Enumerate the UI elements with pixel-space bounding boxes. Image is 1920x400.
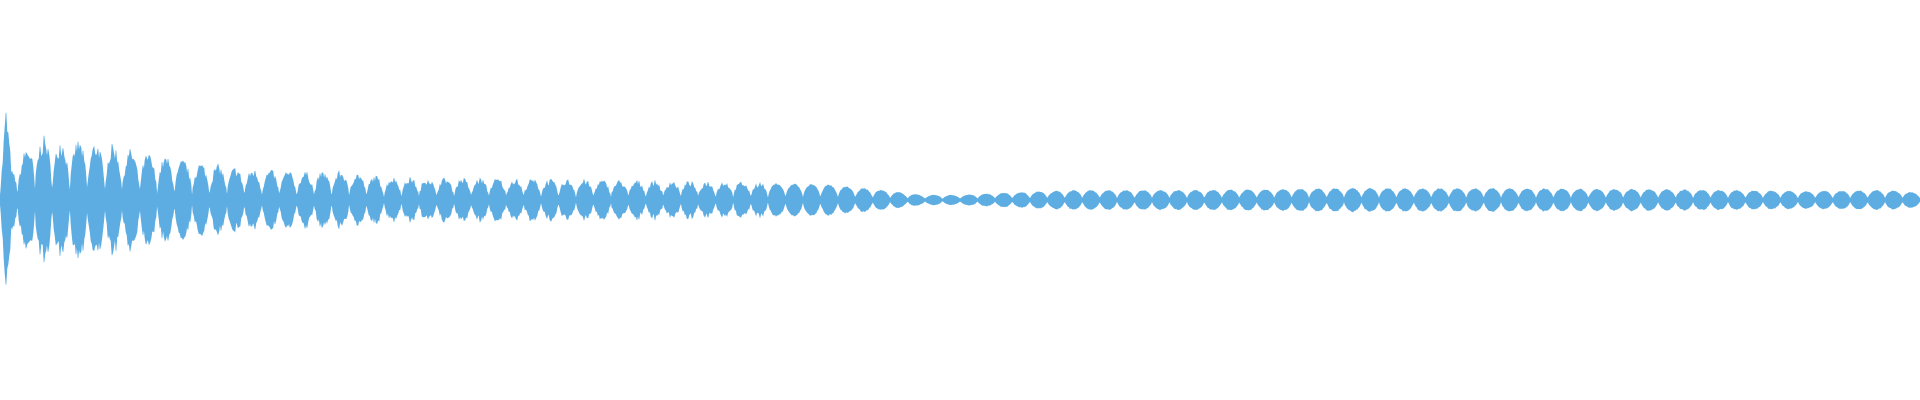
waveform-trace	[0, 112, 1920, 285]
